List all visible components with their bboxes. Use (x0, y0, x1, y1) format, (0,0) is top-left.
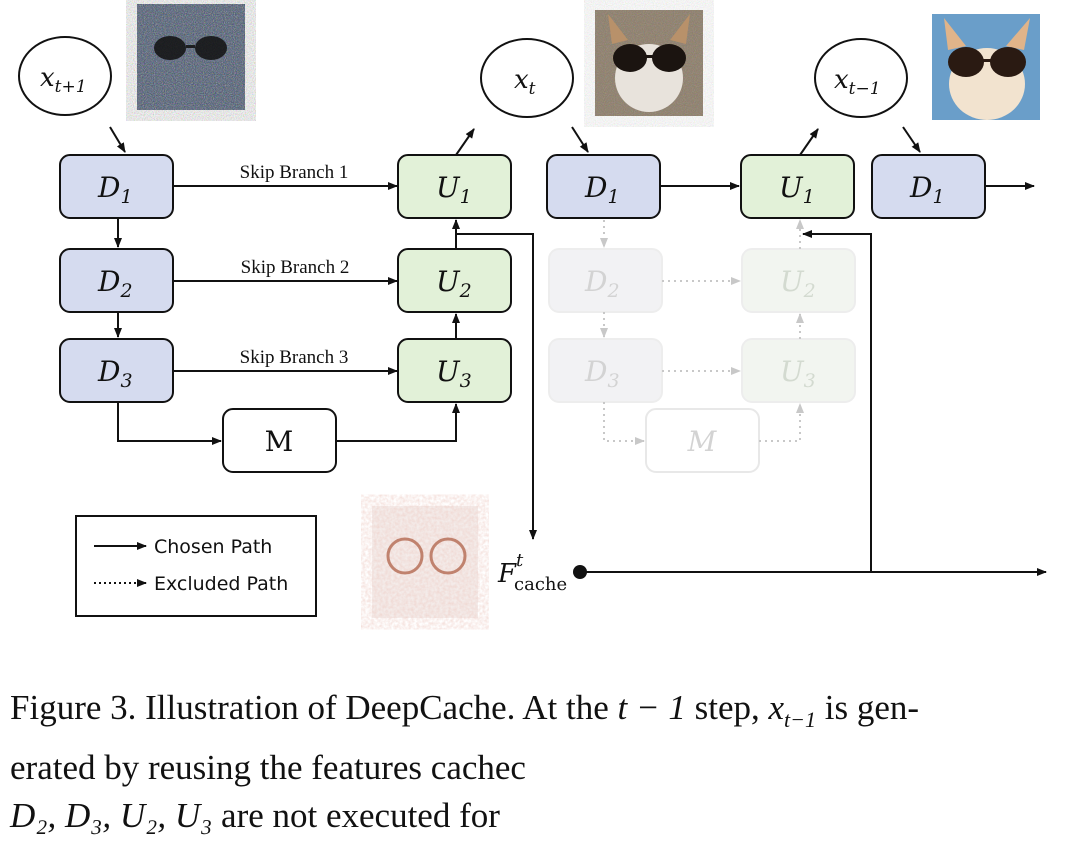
caption-line-2: erated by reusing the features cachec (10, 748, 526, 787)
svg-text:D3: D3 (97, 355, 133, 392)
svg-text:D1: D1 (909, 171, 945, 208)
excluded-paths (600, 219, 804, 445)
deepcache-diagram: xt+1 xt xt−1 D1 D2 D3 U1 U2 U3 M Skip Br… (18, 4, 1047, 618)
svg-text:D2: D2 (97, 265, 133, 302)
svg-text:U1: U1 (779, 171, 815, 208)
svg-text:U3: U3 (780, 355, 816, 392)
svg-text:M: M (687, 425, 718, 458)
skip-branch-3: Skip Branch 3 (173, 347, 398, 375)
cached-feature-image (372, 506, 478, 618)
svg-text:F: F (497, 559, 517, 589)
node-x-t: xt (480, 38, 574, 118)
svg-text:U2: U2 (436, 265, 472, 302)
skip-branch-1: Skip Branch 1 (173, 162, 398, 190)
svg-text:D1: D1 (97, 171, 133, 208)
legend-excluded-label: Excluded Path (154, 573, 288, 595)
svg-text:xt−1: xt−1 (834, 65, 881, 99)
caption-line-1: Figure 3. Illustration of DeepCache. At … (10, 688, 920, 732)
svg-text:Skip Branch 3: Skip Branch 3 (240, 347, 349, 368)
block-d2-excluded: D2 (548, 248, 663, 313)
block-u3-left: U3 (397, 338, 512, 403)
cache-label: F t cache (497, 550, 567, 595)
svg-text:xt+1: xt+1 (40, 63, 87, 97)
node-x-t-minus-1: xt−1 (814, 38, 908, 118)
caption-fade-overlay (590, 735, 1080, 853)
svg-text:cache: cache (514, 574, 567, 595)
node-x-t-plus-1: xt+1 (18, 36, 112, 116)
figure-caption: Figure 3. Illustration of DeepCache. At … (10, 684, 1072, 840)
cat-image-step-t-minus-1 (932, 14, 1040, 120)
right-arrows (571, 126, 1047, 576)
noisy-cat-image (137, 4, 245, 110)
block-d3-excluded: D3 (548, 338, 663, 403)
svg-text:Skip Branch 2: Skip Branch 2 (241, 257, 350, 278)
block-d1-next: D1 (871, 154, 986, 219)
block-d1-right: D1 (546, 154, 661, 219)
svg-text:D3: D3 (584, 355, 620, 392)
left-arrows (109, 126, 537, 540)
svg-text:U3: U3 (436, 355, 472, 392)
cat-image-step-t (595, 10, 703, 116)
svg-text:D2: D2 (584, 265, 620, 302)
skip-branch-2: Skip Branch 2 (173, 257, 398, 285)
caption-line-3: D₂, D₃, U₂, U₃ are not executed for (10, 796, 500, 835)
svg-text:t: t (516, 550, 524, 571)
svg-text:xt: xt (514, 65, 536, 99)
svg-text:D1: D1 (584, 171, 620, 208)
svg-text:M: M (265, 425, 294, 458)
svg-text:Skip Branch 1: Skip Branch 1 (240, 162, 349, 183)
cache-point (573, 565, 587, 579)
block-u1-right: U1 (740, 154, 855, 219)
block-u1-left: U1 (397, 154, 512, 219)
svg-text:U2: U2 (780, 265, 816, 302)
block-m-excluded: M (645, 408, 760, 473)
block-d2-left: D2 (59, 248, 174, 313)
block-d3-left: D3 (59, 338, 174, 403)
block-u2-excluded: U2 (741, 248, 856, 313)
legend: Chosen Path Excluded Path (75, 515, 317, 617)
legend-chosen-label: Chosen Path (154, 536, 272, 558)
block-u2-left: U2 (397, 248, 512, 313)
svg-text:U1: U1 (436, 171, 472, 208)
block-u3-excluded: U3 (741, 338, 856, 403)
block-d1-left: D1 (59, 154, 174, 219)
block-m-left: M (222, 408, 337, 473)
